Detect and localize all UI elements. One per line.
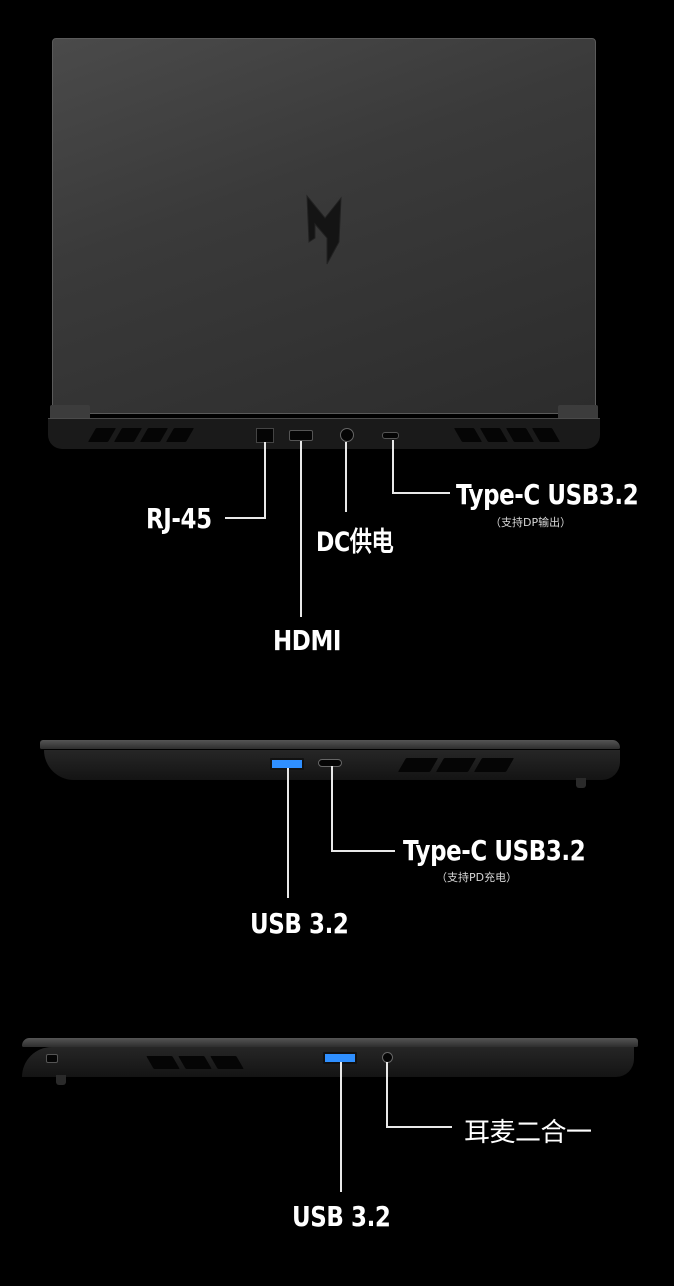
- side-lid: [22, 1038, 638, 1047]
- typec-port: [318, 759, 342, 767]
- side-lid: [40, 740, 620, 749]
- rear-panel: [48, 418, 600, 449]
- brand-logo-icon: [306, 194, 342, 265]
- label-typec-right-note: （支持PD充电）: [436, 871, 518, 884]
- leader-line: [331, 850, 395, 852]
- hdmi-port: [289, 430, 313, 441]
- leader-line: [264, 442, 266, 519]
- leader-line: [386, 1126, 452, 1128]
- label-dc: DC供电: [316, 527, 394, 558]
- leader-line: [345, 442, 347, 512]
- label-typec-back: Type-C USB3.2: [456, 478, 639, 511]
- label-usb-left: USB 3.2: [292, 1200, 391, 1233]
- rj45-port: [256, 428, 274, 443]
- leader-line: [300, 441, 302, 617]
- label-hdmi: HDMI: [273, 624, 342, 657]
- dc-port: [340, 428, 354, 442]
- lock-slot: [46, 1054, 58, 1063]
- foot: [576, 778, 586, 788]
- leader-line: [386, 1062, 388, 1128]
- label-usb-right: USB 3.2: [250, 907, 349, 940]
- typec-port: [382, 432, 399, 439]
- label-typec-right: Type-C USB3.2: [403, 834, 586, 867]
- leader-line: [331, 766, 333, 852]
- leader-line: [225, 517, 266, 519]
- leader-line: [392, 440, 394, 494]
- leader-line: [287, 768, 289, 898]
- label-typec-back-note: （支持DP输出）: [490, 516, 572, 529]
- leader-line: [392, 492, 450, 494]
- leader-line: [340, 1062, 342, 1192]
- label-rj45: RJ-45: [146, 502, 212, 535]
- foot: [56, 1075, 66, 1085]
- label-audio: 耳麦二合一: [464, 1118, 592, 1148]
